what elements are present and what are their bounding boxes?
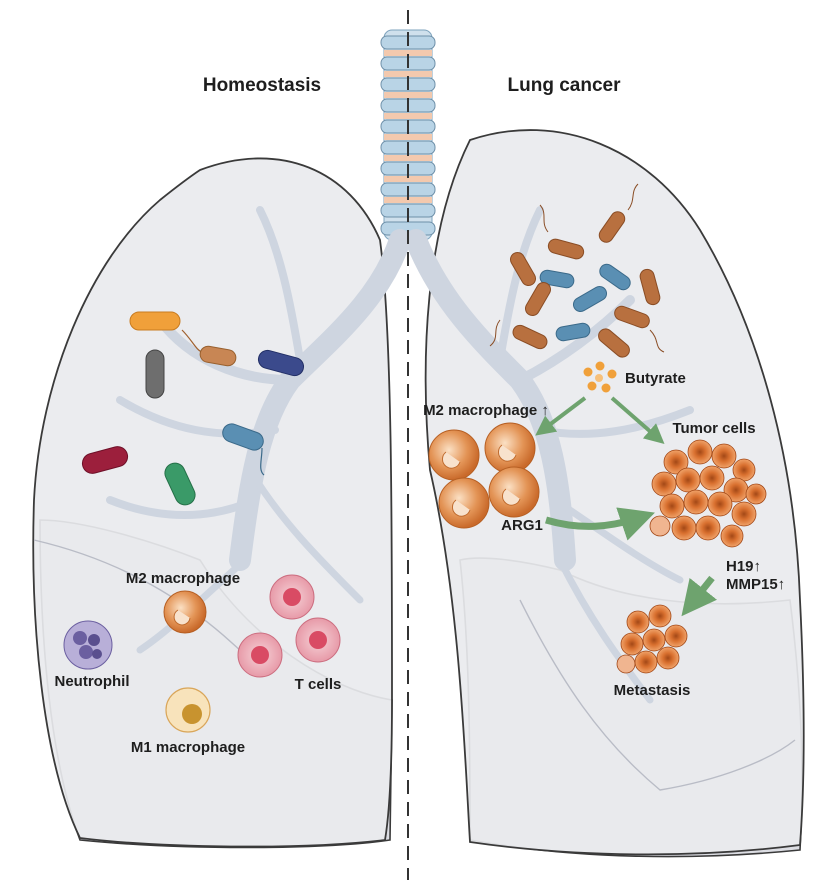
right-lung-outline	[424, 129, 805, 856]
tumor-cell-icon	[616, 654, 636, 674]
tumor-cell-icon	[683, 489, 709, 515]
bronchial-tree	[106, 206, 694, 704]
bacteria-icon	[547, 238, 585, 260]
arrow-icon	[545, 507, 655, 541]
bacteria-icon	[598, 211, 626, 243]
mmp15-label: MMP15↑	[726, 576, 785, 593]
left-t-cells-group	[237, 574, 341, 678]
bacteria-icon	[81, 446, 129, 474]
bacteria-icon	[598, 328, 630, 358]
arrow-icon	[681, 575, 717, 617]
bacteria-icon	[222, 423, 265, 476]
t-cells-label: T cells	[295, 676, 342, 693]
arrow-icon	[610, 396, 665, 444]
right-lung-inner-shade	[519, 599, 796, 791]
macrophage-icon	[438, 477, 490, 529]
tumor-cells-label: Tumor cells	[672, 420, 755, 437]
bacteria-icon	[164, 462, 196, 506]
tumor-cell-icon	[649, 515, 671, 537]
left-lung-fissure	[33, 539, 251, 661]
bacteria-icon	[539, 269, 575, 289]
tumor-cell-icon	[675, 467, 701, 493]
tumor-cell-icon	[642, 628, 666, 652]
metastasis-label: Metastasis	[614, 682, 691, 699]
bacteria-icon	[257, 349, 305, 377]
left-m1-macrophage-cell	[165, 687, 211, 733]
bacteria-icon	[525, 281, 551, 317]
butyrate-molecule-icon	[583, 361, 617, 393]
tumor-cell-icon	[711, 443, 737, 469]
tumor-cell-icon	[687, 439, 713, 465]
m1-macrophage-label: M1 macrophage	[131, 739, 245, 756]
right-m2-macrophage-cluster	[428, 422, 540, 529]
bacteria-icon	[510, 251, 536, 287]
tumor-cell-icon	[707, 491, 733, 517]
tumor-cell-icon	[659, 493, 685, 519]
macrophage-icon	[165, 687, 211, 733]
tumor-cell-icon	[699, 465, 725, 491]
arg1-label: ARG1	[501, 517, 543, 534]
lung-cancer-title: Lung cancer	[508, 75, 622, 96]
right-m2-macrophage-label: M2 macrophage ↑	[423, 402, 549, 419]
bacteria-icon	[512, 324, 548, 350]
bacteria-icon	[555, 322, 591, 342]
neutrophil-icon	[63, 620, 113, 670]
left-m2-macrophage-cell	[163, 590, 207, 634]
bacteria-icon	[572, 286, 608, 312]
left-lung	[32, 157, 393, 849]
tumor-cell-icon	[720, 524, 744, 548]
bacteria-icon	[145, 349, 165, 399]
tumor-cell-icon	[626, 610, 650, 634]
tumor-cell-icon	[745, 483, 767, 505]
t-cell-icon	[237, 632, 283, 678]
tumor-cell-icon	[663, 449, 689, 475]
left-m2-macrophage-label: M2 macrophage	[126, 570, 240, 587]
h19-label: H19↑	[726, 558, 761, 575]
bacteria-icon	[599, 263, 631, 291]
left-neutrophil-cell	[63, 620, 113, 670]
tumor-cells-cluster	[649, 439, 767, 548]
tumor-cell-icon	[731, 501, 757, 527]
tumor-cell-icon	[634, 650, 658, 674]
bacteria-icon	[181, 329, 237, 367]
neutrophil-label: Neutrophil	[55, 673, 130, 690]
macrophage-icon	[163, 590, 207, 634]
tumor-cell-icon	[620, 632, 644, 656]
tumor-cell-icon	[695, 515, 721, 541]
macrophage-icon	[488, 466, 540, 518]
right-bacteria-cluster	[489, 183, 665, 358]
left-bacteria-group	[81, 311, 305, 506]
bacteria-icon	[614, 305, 650, 329]
macrophage-icon	[428, 429, 480, 481]
homeostasis-title: Homeostasis	[203, 75, 321, 96]
tumor-cell-icon	[656, 646, 680, 670]
bacteria-icon	[129, 311, 181, 331]
bacteria-icon	[639, 268, 661, 306]
metastasis-cluster	[616, 604, 688, 674]
tumor-cell-icon	[651, 471, 677, 497]
macrophage-icon	[484, 422, 536, 474]
butyrate-label: Butyrate	[625, 370, 686, 387]
right-lung	[424, 129, 805, 858]
arrow-icon	[535, 396, 587, 436]
tumor-cell-icon	[671, 515, 697, 541]
tumor-cell-icon	[648, 604, 672, 628]
t-cell-icon	[269, 574, 315, 620]
t-cell-icon	[295, 617, 341, 663]
tumor-cell-icon	[664, 624, 688, 648]
